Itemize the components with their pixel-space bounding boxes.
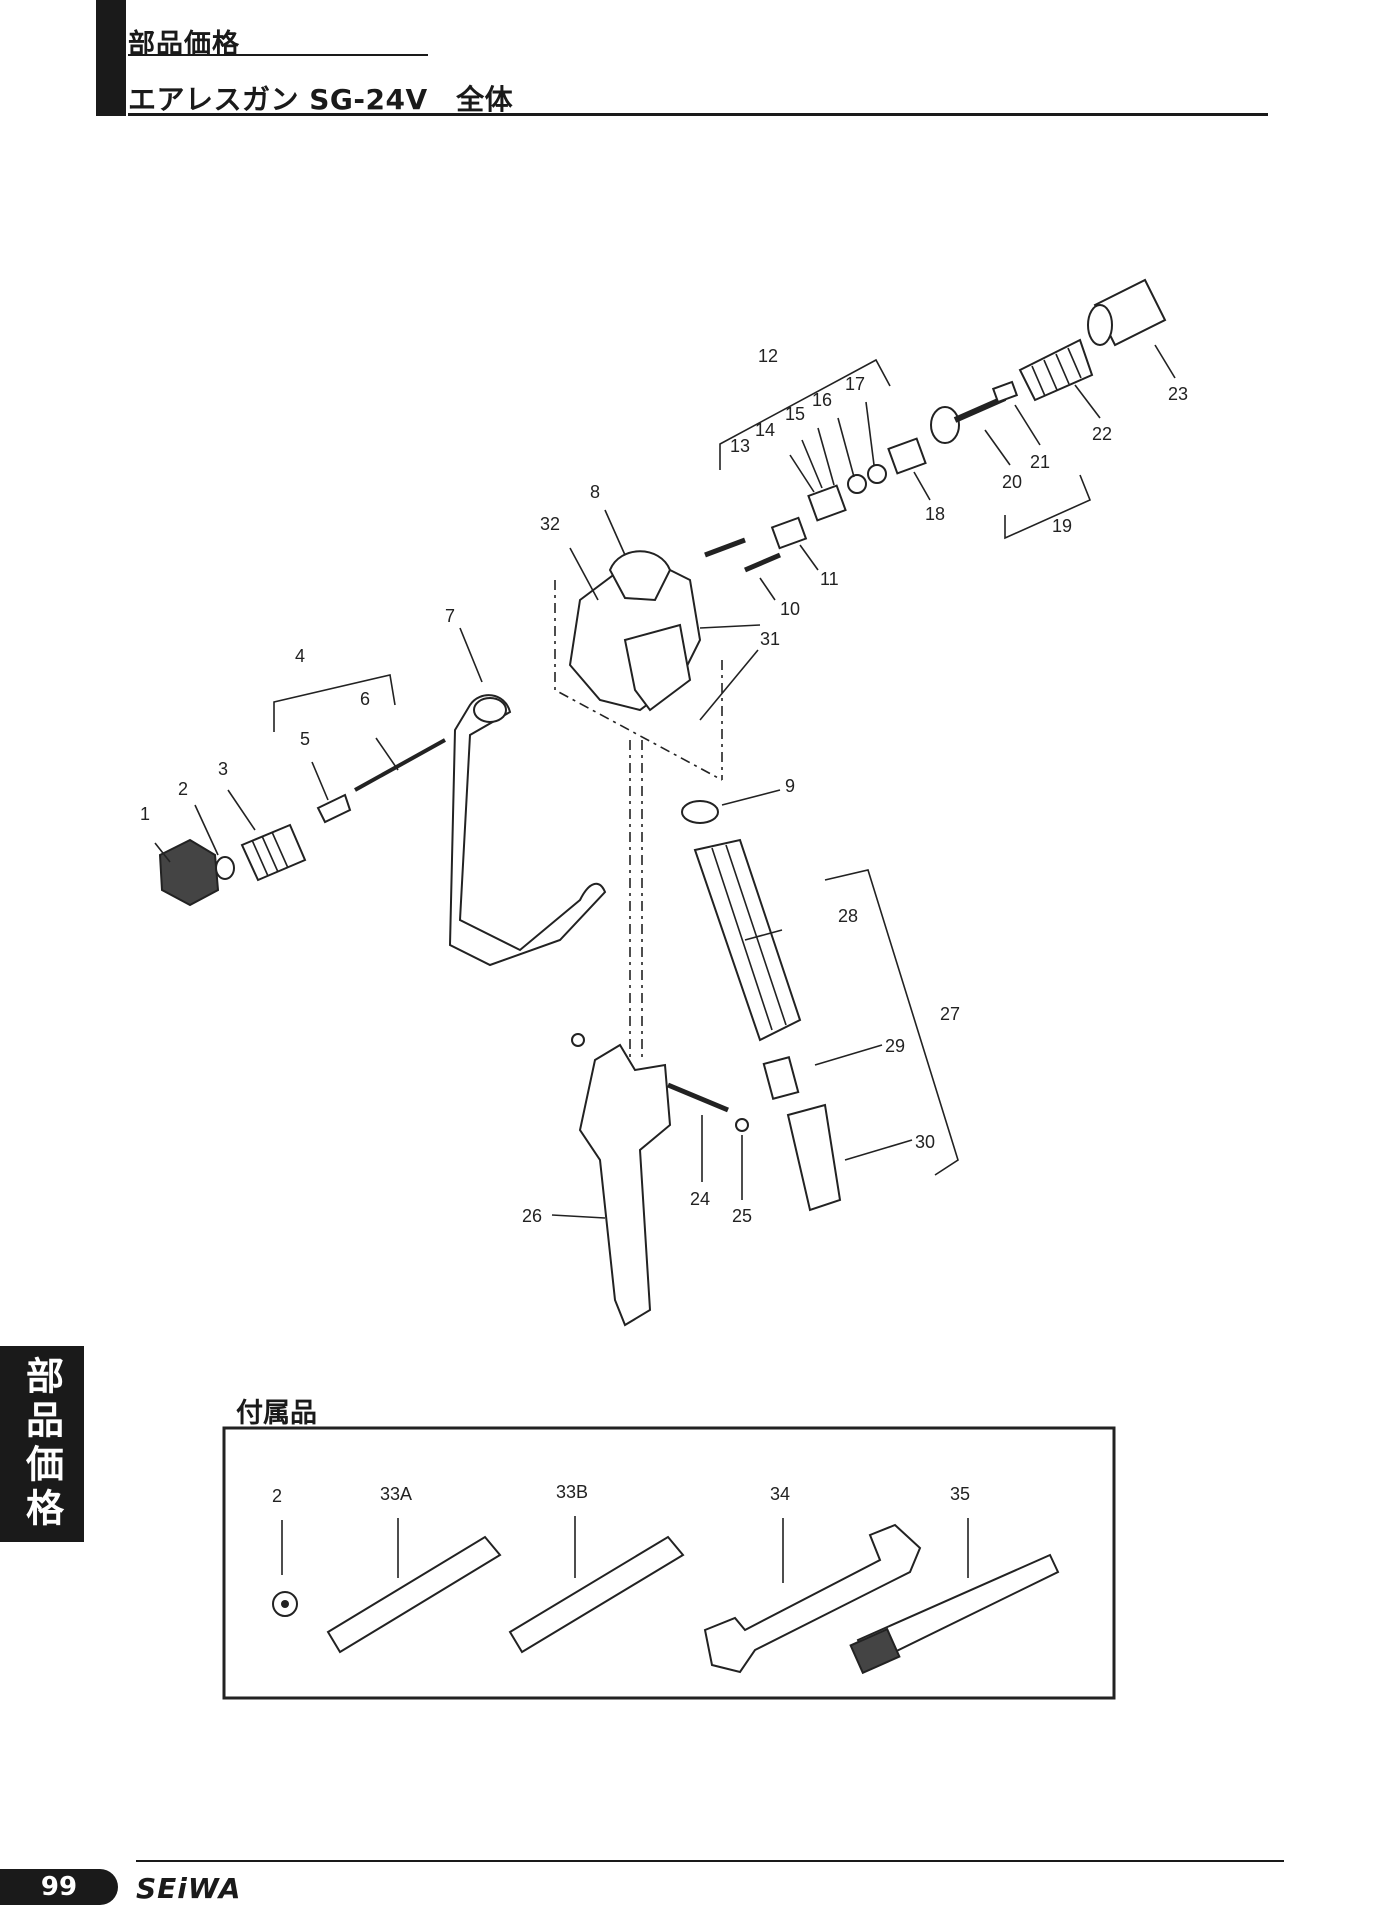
callout-22: 22 [1092, 424, 1112, 444]
callout-12: 12 [758, 346, 778, 366]
callout-18: 18 [925, 504, 945, 524]
callout-16: 16 [812, 390, 832, 410]
callout-25: 25 [732, 1206, 752, 1226]
callout-9: 9 [785, 776, 795, 796]
part-13-15-valve [807, 484, 847, 522]
callout-23: 23 [1168, 384, 1188, 404]
callout-7: 7 [445, 606, 455, 626]
callout-11: 11 [820, 569, 839, 589]
callout-14: 14 [755, 420, 775, 440]
part-6-needle [354, 738, 446, 792]
part-22-spring [1018, 338, 1094, 402]
part-1-nut [158, 838, 220, 907]
header-accent-bar [96, 0, 126, 116]
part-17-ring [867, 464, 887, 484]
side-index-tab: 部品価格 [0, 1346, 84, 1542]
callout-28: 28 [838, 906, 858, 926]
part-25-clip [735, 1118, 749, 1132]
part-9-oring [681, 800, 719, 824]
accessory-label-35: 35 [950, 1484, 970, 1504]
part-18-holder [887, 437, 927, 475]
callout-17: 17 [845, 374, 865, 394]
brand-logo: SEiWA [136, 1872, 242, 1905]
callout-13: 13 [730, 436, 750, 456]
callout-4: 4 [295, 646, 305, 666]
accessory-label-2: 2 [272, 1486, 282, 1506]
accessory-label-34: 34 [770, 1484, 790, 1504]
callout-1: 1 [140, 804, 150, 824]
part-7-guard [448, 694, 607, 967]
callout-27: 27 [940, 1004, 960, 1024]
callout-20: 20 [1002, 472, 1022, 492]
callout-32: 32 [540, 514, 560, 534]
callout-3: 3 [218, 759, 228, 779]
part-29-spring [762, 1056, 800, 1100]
title-underline [128, 113, 1268, 116]
section-underline [128, 54, 428, 56]
accessories-title: 付属品 [236, 1398, 317, 1429]
part-20-disc [930, 406, 960, 444]
side-index-tab-label: 部品価格 [19, 1356, 64, 1532]
part-30-swivel [786, 1103, 842, 1212]
callout-21: 21 [1030, 452, 1050, 472]
accessory-label-33b: 33B [556, 1482, 588, 1502]
part-10-pin [704, 537, 746, 558]
page-number: 99 [0, 1869, 118, 1905]
callout-24: 24 [690, 1189, 710, 1209]
part-26-trigger [578, 1043, 672, 1327]
callout-30: 30 [915, 1132, 935, 1152]
callout-6: 6 [360, 689, 370, 709]
callout-26: 26 [522, 1206, 542, 1226]
part-21-spring [991, 380, 1019, 404]
part-16-ring [847, 474, 867, 494]
callout-19: 19 [1052, 516, 1072, 536]
callout-5: 5 [300, 729, 310, 749]
accessory-label-33a: 33A [380, 1484, 412, 1504]
page-title: エアレスガン SG-24V 全体 [128, 83, 514, 116]
callout-29: 29 [885, 1036, 905, 1056]
part-5-tip [316, 793, 352, 824]
accessories-box [222, 1426, 1116, 1700]
accessory-34-wrench [703, 1523, 922, 1674]
accessory-33b-filter [508, 1535, 685, 1654]
part-3-fitting [240, 823, 307, 882]
part-24-pin [667, 1082, 729, 1113]
callout-31: 31 [760, 629, 780, 649]
accessory-33a-filter [326, 1535, 502, 1654]
part-11-seat [770, 516, 808, 550]
callout-15: 15 [785, 404, 805, 424]
callout-8: 8 [590, 482, 600, 502]
part-2-washer [215, 856, 235, 880]
callout-10: 10 [780, 599, 800, 619]
footer-rule [136, 1860, 1284, 1862]
callout-2: 2 [178, 779, 188, 799]
